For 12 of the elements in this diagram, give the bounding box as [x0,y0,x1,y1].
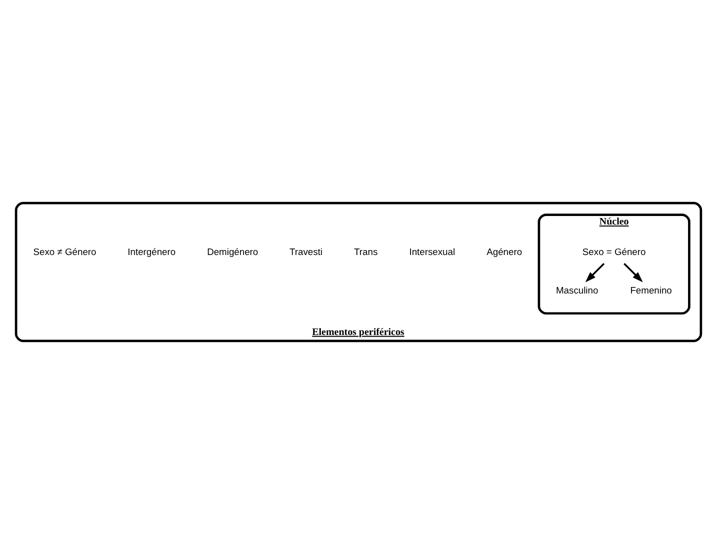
node-text: Masculino [556,285,598,296]
arrow [585,263,605,282]
arrow [624,263,643,282]
node-text: Sexo = Género [582,247,646,258]
label: Trans [354,247,378,258]
label: Agénero [486,247,522,258]
label: Demigénero [207,247,258,258]
label: Intersexual [409,247,456,258]
label: Intergénero [128,247,176,258]
label: Sexo ≠ Género [33,247,96,258]
label: Travesti [289,247,322,258]
node-text: Femenino [630,285,672,296]
